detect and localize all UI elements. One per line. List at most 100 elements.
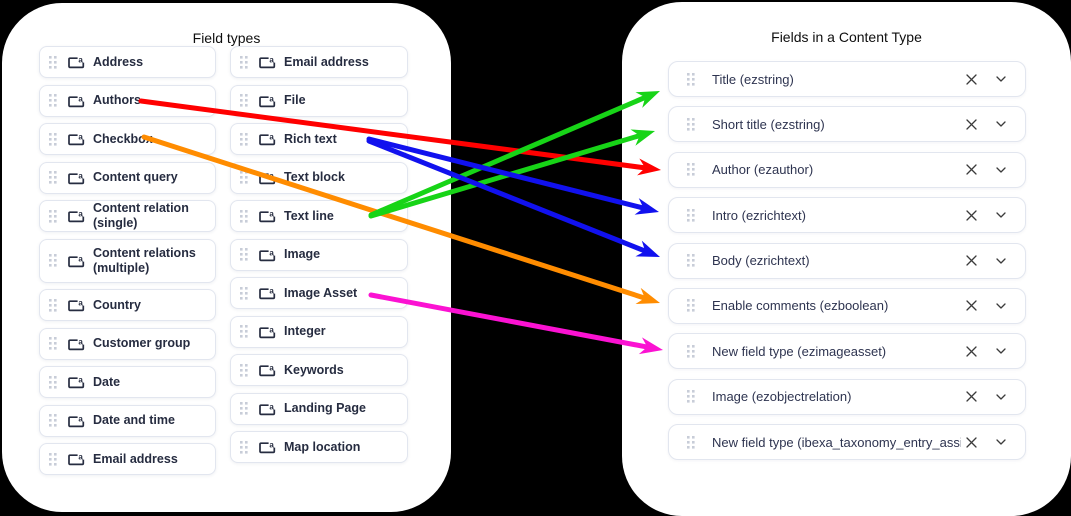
remove-field-icon[interactable] bbox=[961, 205, 981, 225]
drag-handle-icon[interactable] bbox=[49, 254, 57, 267]
drag-handle-icon[interactable] bbox=[240, 286, 248, 300]
drag-handle-icon[interactable] bbox=[687, 72, 695, 86]
drag-handle-icon[interactable] bbox=[49, 132, 57, 146]
drag-handle-icon[interactable] bbox=[49, 171, 57, 184]
content-type-field-row[interactable]: Body (ezrichtext) bbox=[668, 242, 1026, 279]
field-type-item[interactable]: a Text block bbox=[230, 161, 408, 194]
collapse-chevron-icon[interactable] bbox=[991, 205, 1011, 225]
svg-text:a: a bbox=[78, 337, 83, 346]
field-type-item[interactable]: a Image Asset bbox=[230, 277, 408, 309]
field-type-item[interactable]: a Integer bbox=[230, 315, 408, 348]
field-type-item[interactable]: a Email address bbox=[230, 46, 408, 78]
field-type-label: Email address bbox=[284, 54, 369, 69]
field-type-item[interactable]: a Map location bbox=[230, 431, 408, 463]
field-type-item[interactable]: a Image bbox=[230, 238, 408, 271]
field-type-label: File bbox=[284, 93, 306, 107]
drag-handle-icon[interactable] bbox=[687, 208, 695, 222]
collapse-chevron-icon[interactable] bbox=[991, 432, 1011, 452]
drag-handle-icon[interactable] bbox=[240, 440, 248, 454]
content-type-field-label: Intro (ezrichtext) bbox=[712, 207, 806, 223]
field-type-item[interactable]: a Content relations (multiple) bbox=[39, 238, 216, 283]
content-type-field-label: Body (ezrichtext) bbox=[712, 253, 810, 269]
svg-text:a: a bbox=[78, 453, 83, 462]
field-type-icon: a bbox=[68, 414, 85, 428]
field-type-item[interactable]: a Customer group bbox=[39, 327, 216, 360]
drag-handle-icon[interactable] bbox=[240, 325, 248, 338]
field-type-item[interactable]: a Email address bbox=[39, 443, 216, 475]
remove-field-icon[interactable] bbox=[961, 387, 981, 407]
collapse-chevron-icon[interactable] bbox=[991, 69, 1011, 89]
content-type-field-row[interactable]: Enable comments (ezboolean) bbox=[668, 287, 1026, 324]
field-type-item[interactable]: a Content relation (single) bbox=[39, 200, 216, 232]
field-types-panel-title: Field types bbox=[192, 29, 261, 46]
drag-handle-icon[interactable] bbox=[687, 299, 695, 313]
drag-handle-icon[interactable] bbox=[240, 248, 248, 261]
drag-handle-icon[interactable] bbox=[49, 414, 57, 427]
field-type-item[interactable]: a Content query bbox=[39, 161, 216, 194]
content-type-field-row[interactable]: Intro (ezrichtext) bbox=[668, 197, 1026, 234]
remove-field-icon[interactable] bbox=[961, 341, 981, 361]
content-type-field-row[interactable]: Short title (ezstring) bbox=[668, 106, 1026, 143]
svg-text:a: a bbox=[78, 56, 83, 65]
drag-handle-icon[interactable] bbox=[240, 402, 248, 415]
content-type-field-row[interactable]: Title (ezstring) bbox=[668, 61, 1026, 97]
field-type-icon: a bbox=[68, 452, 85, 466]
collapse-chevron-icon[interactable] bbox=[991, 387, 1011, 407]
drag-handle-icon[interactable] bbox=[687, 390, 695, 403]
drag-handle-icon[interactable] bbox=[49, 452, 57, 466]
collapse-chevron-icon[interactable] bbox=[991, 114, 1011, 134]
remove-field-icon[interactable] bbox=[961, 114, 981, 134]
field-type-item[interactable]: a Keywords bbox=[230, 354, 408, 386]
collapse-chevron-icon[interactable] bbox=[991, 296, 1011, 316]
content-type-field-label: Author (ezauthor) bbox=[712, 162, 814, 178]
remove-field-icon[interactable] bbox=[961, 251, 981, 271]
content-type-field-row[interactable]: New field type (ezimageasset) bbox=[668, 333, 1026, 370]
drag-handle-icon[interactable] bbox=[687, 344, 695, 358]
content-type-field-list: Title (ezstring) Short title (ezstring) … bbox=[668, 61, 1026, 461]
drag-handle-icon[interactable] bbox=[240, 209, 248, 223]
field-type-item[interactable]: a Date bbox=[39, 366, 216, 398]
drag-handle-icon[interactable] bbox=[49, 94, 57, 107]
collapse-chevron-icon[interactable] bbox=[991, 160, 1011, 180]
content-type-field-label: Short title (ezstring) bbox=[712, 116, 825, 132]
field-type-item[interactable]: a Text line bbox=[230, 200, 408, 232]
content-type-field-row[interactable]: New field type (ibexa_taxonomy_entry_ass… bbox=[668, 424, 1026, 461]
field-type-item[interactable]: a Landing Page bbox=[230, 392, 408, 425]
drag-handle-icon[interactable] bbox=[240, 363, 248, 377]
drag-handle-icon[interactable] bbox=[687, 163, 695, 176]
field-type-item[interactable]: a Rich text bbox=[230, 123, 408, 155]
drag-handle-icon[interactable] bbox=[49, 337, 57, 350]
remove-field-icon[interactable] bbox=[961, 432, 981, 452]
field-type-item[interactable]: a Authors bbox=[39, 84, 216, 117]
drag-handle-icon[interactable] bbox=[687, 435, 695, 449]
remove-field-icon[interactable] bbox=[961, 296, 981, 316]
field-type-item[interactable]: a File bbox=[230, 84, 408, 117]
field-type-item[interactable]: a Country bbox=[39, 289, 216, 321]
drag-handle-icon[interactable] bbox=[49, 375, 57, 389]
collapse-chevron-icon[interactable] bbox=[991, 341, 1011, 361]
remove-field-icon[interactable] bbox=[961, 69, 981, 89]
drag-handle-icon[interactable] bbox=[240, 94, 248, 107]
field-type-icon: a bbox=[68, 298, 85, 312]
collapse-chevron-icon[interactable] bbox=[991, 251, 1011, 271]
field-type-item[interactable]: a Checkbox bbox=[39, 123, 216, 155]
drag-handle-icon[interactable] bbox=[49, 55, 57, 69]
drag-handle-icon[interactable] bbox=[687, 117, 695, 131]
drag-handle-icon[interactable] bbox=[240, 171, 248, 184]
content-type-field-label: Image (ezobjectrelation) bbox=[712, 389, 852, 405]
svg-text:a: a bbox=[269, 248, 274, 257]
drag-handle-icon[interactable] bbox=[49, 209, 57, 223]
field-type-item[interactable]: a Date and time bbox=[39, 404, 216, 437]
content-type-field-row[interactable]: Author (ezauthor) bbox=[668, 151, 1026, 188]
drag-handle-icon[interactable] bbox=[49, 298, 57, 312]
drag-handle-icon[interactable] bbox=[687, 254, 695, 267]
field-type-label: Address bbox=[93, 54, 144, 69]
drag-handle-icon[interactable] bbox=[240, 132, 248, 146]
field-type-label: Checkbox bbox=[93, 131, 153, 146]
content-type-field-row[interactable]: Image (ezobjectrelation) bbox=[668, 378, 1026, 415]
field-type-item[interactable]: a Address bbox=[39, 46, 216, 78]
remove-field-icon[interactable] bbox=[961, 160, 981, 180]
drag-handle-icon[interactable] bbox=[240, 55, 248, 69]
svg-text:a: a bbox=[269, 171, 274, 180]
